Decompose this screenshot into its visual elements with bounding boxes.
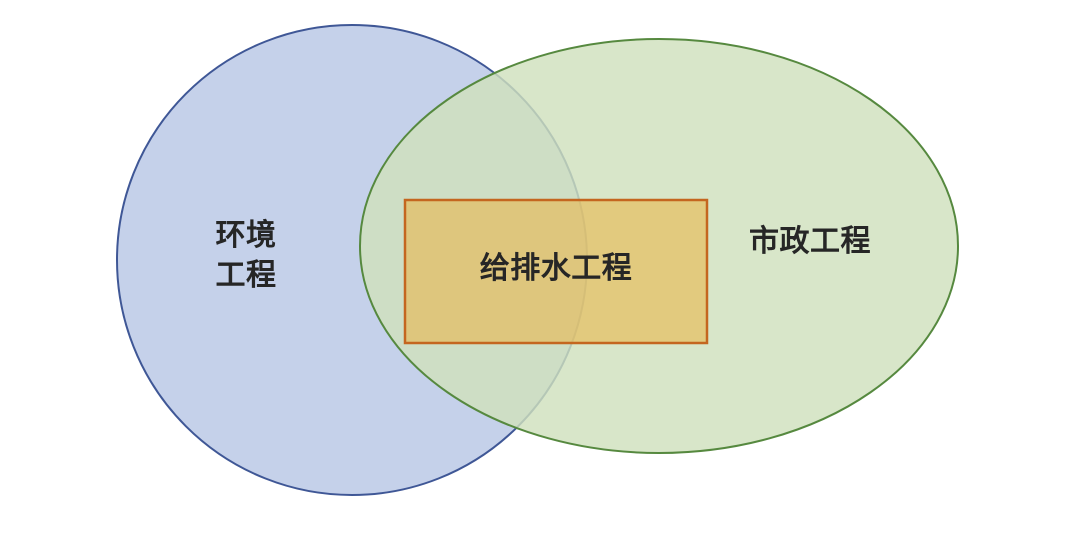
venn-shapes [116,24,959,496]
set-center-rectangle[interactable] [403,198,709,345]
